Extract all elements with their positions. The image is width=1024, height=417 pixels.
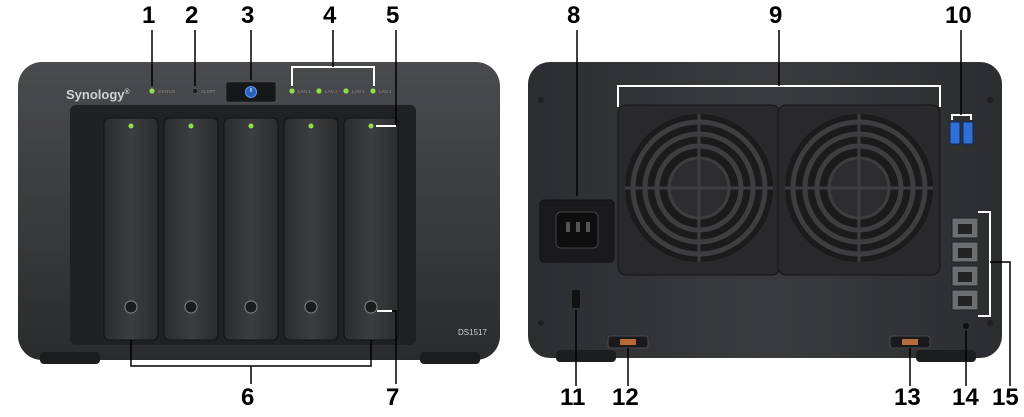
front-callout-lines	[130, 30, 397, 384]
rear-foot-right	[916, 350, 976, 362]
drive-tray-4[interactable]	[283, 117, 339, 341]
led-alert: ALERT	[192, 88, 216, 94]
power-button[interactable]	[245, 86, 257, 98]
led-label: LAN 2	[325, 89, 338, 94]
callout-14: 14	[952, 384, 979, 411]
usb-port-2[interactable]	[962, 121, 974, 145]
screw-icon	[987, 97, 993, 103]
power-socket[interactable]	[539, 199, 615, 263]
led-label: LAN 4	[379, 89, 392, 94]
rear-unit	[528, 30, 1011, 386]
reset-button[interactable]	[963, 323, 969, 329]
callout-10: 10	[945, 2, 972, 29]
callout-11: 11	[560, 384, 586, 411]
lan1-led	[289, 88, 295, 94]
front-unit: Synology® DS1517 STATUS ALERT LAN 1 LAN …	[18, 30, 500, 384]
drive-tray-2[interactable]	[163, 117, 219, 341]
lan-port-2[interactable]	[951, 241, 979, 263]
lan-port-3[interactable]	[951, 265, 979, 287]
alert-led	[192, 88, 198, 94]
drive-led	[248, 123, 254, 129]
drive-tray-3[interactable]	[223, 117, 279, 341]
led-lan3: LAN 3	[343, 88, 365, 94]
led-label: ALERT	[201, 89, 216, 94]
front-foot-right	[420, 352, 480, 364]
led-lan1: LAN 1	[289, 88, 311, 94]
screw-icon	[538, 97, 544, 103]
callout-7: 7	[386, 384, 400, 411]
drive-tray-5[interactable]	[343, 117, 399, 341]
tray-lock-icon[interactable]	[244, 300, 258, 314]
callout-5: 5	[386, 2, 400, 29]
led-lan2: LAN 2	[316, 88, 338, 94]
led-status: STATUS	[149, 88, 175, 94]
brand-logo: Synology®	[66, 87, 131, 102]
screw-icon	[987, 320, 993, 326]
drive-led	[188, 123, 194, 129]
led-lan4: LAN 4	[370, 88, 392, 94]
led-label: LAN 1	[298, 89, 311, 94]
tray-lock-icon[interactable]	[184, 300, 198, 314]
callout-15: 15	[992, 384, 1019, 411]
rear-callout-lines	[575, 30, 1011, 386]
callout-3: 3	[241, 2, 255, 29]
led-label: LAN 3	[352, 89, 365, 94]
model-label: DS1517	[458, 328, 487, 337]
callout-4: 4	[323, 2, 337, 29]
drive-led	[368, 123, 374, 129]
drive-led	[308, 123, 314, 129]
tray-lock-icon[interactable]	[304, 300, 318, 314]
expansion-port-2[interactable]	[889, 335, 931, 349]
callout-2: 2	[185, 2, 199, 29]
fan-1	[617, 104, 781, 276]
security-slot[interactable]	[572, 290, 580, 308]
fan-2	[777, 104, 941, 276]
callout-1: 1	[142, 2, 156, 29]
tray-lock-icon[interactable]	[124, 300, 138, 314]
callout-8: 8	[567, 2, 581, 29]
front-foot-left	[40, 352, 100, 364]
status-led	[149, 88, 155, 94]
lan2-led	[316, 88, 322, 94]
led-label: STATUS	[158, 89, 175, 94]
drive-led	[128, 123, 134, 129]
expansion-port-1[interactable]	[607, 335, 649, 349]
rear-foot-left	[556, 350, 616, 362]
callout-12: 12	[612, 384, 639, 411]
usb-port-1[interactable]	[949, 121, 961, 145]
lan-port-4[interactable]	[951, 289, 979, 311]
tray-lock-icon[interactable]	[364, 300, 378, 314]
callout-6: 6	[241, 384, 255, 411]
lan-port-1[interactable]	[951, 217, 979, 239]
lan4-led	[370, 88, 376, 94]
drive-tray-1[interactable]	[103, 117, 159, 341]
screw-icon	[538, 320, 544, 326]
callout-13: 13	[894, 384, 921, 411]
lan3-led	[343, 88, 349, 94]
callout-9: 9	[769, 2, 783, 29]
